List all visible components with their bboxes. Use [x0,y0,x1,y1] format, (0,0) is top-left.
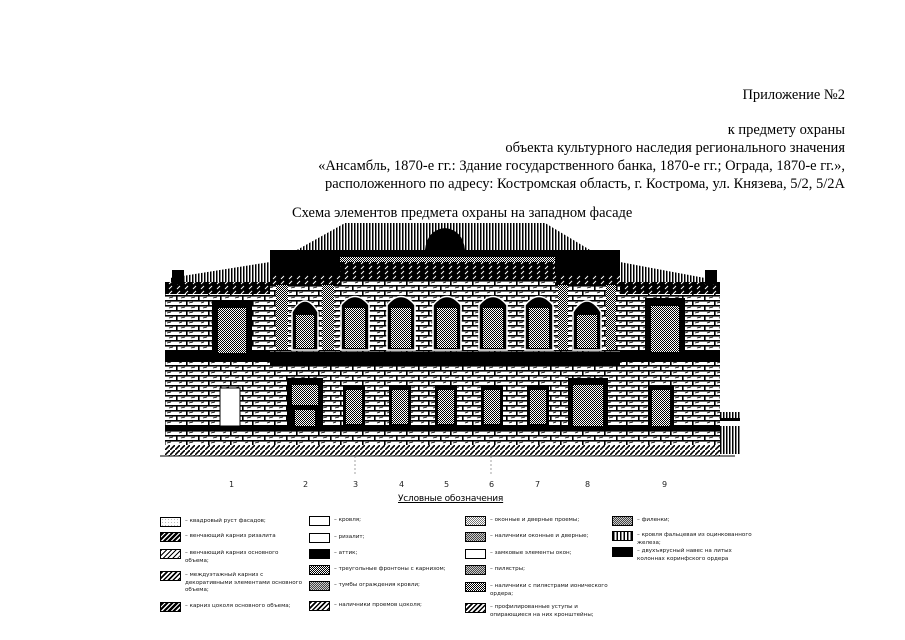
swatch-pilasters [465,565,486,575]
swatch-profiled-ledges [465,603,486,613]
legend-item: – наличники оконные и дверные; [465,532,608,542]
swatch-keystones [465,549,486,559]
legend-item: – двухъярусный навес на литых колоннах к… [612,547,755,563]
legend-item: – карниз цоколя основного объема; [160,602,303,612]
swatch-risalit-cornice [160,532,181,542]
swatch-rustication [160,517,181,527]
legend-item: – филенки; [612,516,755,526]
axis-9: 9 [662,480,668,489]
swatch-plinth-cornice [160,602,181,612]
swatch-ionic-casings [465,582,486,592]
legend-item: – квадровый руст фасадов; [160,517,303,527]
axis-8: 8 [585,480,591,489]
swatch-openings [465,516,486,526]
swatch-attic [309,549,330,559]
legend-title: Условные обозначения [398,494,504,504]
legend-item: – венчающий карниз ризалита [160,532,303,542]
axis-1: 1 [229,480,235,489]
axis-2: 2 [303,480,309,489]
legend-item: – междуэтажный карниз с декоративными эл… [160,571,303,595]
swatch-casings [465,532,486,542]
legend-item: – наличники с пилястрами ионического орд… [465,582,608,598]
legend-item: – пилястры; [465,565,608,575]
legend-item: – кровля фальцевая из оцинкованного желе… [612,531,755,547]
appendix-number: Приложение №2 [742,87,845,103]
swatch-roof-posts [309,581,330,591]
swatch-interfloor-cornice [160,571,181,581]
swatch-canopy [612,547,633,557]
legend-item: – оконные и дверные проемы; [465,516,608,526]
legend-item: – ризалит; [309,533,452,543]
legend-item: – замковые элементы окон; [465,549,608,559]
legend-item: – наличники проемов цоколя; [309,601,452,611]
subject-line-4: расположенного по адресу: Костромская об… [324,176,845,192]
axis-5: 5 [444,480,450,489]
legend-item: – аттик; [309,549,452,559]
legend-item: – профилированные уступы и опирающиеся н… [465,603,608,619]
legend-item: – кровля; [309,516,452,526]
swatch-risalit [309,533,330,543]
swatch-pediments [309,565,330,575]
legend-item: – треугольные фронтоны с карнизом; [309,565,452,575]
subject-line-2: объекта культурного наследия регионально… [505,140,845,156]
scheme-title: Схема элементов предмета охраны на запад… [292,205,633,221]
swatch-panels [612,516,633,526]
subject-line-3: «Ансамбль, 1870-е гг.: Здание государств… [318,158,845,174]
subject-line-1: к предмету охраны [727,122,845,138]
legend-item: – венчающий карниз основного объема; [160,549,303,565]
swatch-roof [309,516,330,526]
axis-7: 7 [535,480,541,489]
swatch-seam-roof [612,531,633,541]
swatch-main-cornice [160,549,181,559]
axis-6: 6 [489,480,495,489]
axis-4: 4 [399,480,405,489]
axis-3: 3 [353,480,359,489]
legend-item: – тумбы ограждения кровли; [309,581,452,591]
swatch-plinth-casings [309,601,330,611]
